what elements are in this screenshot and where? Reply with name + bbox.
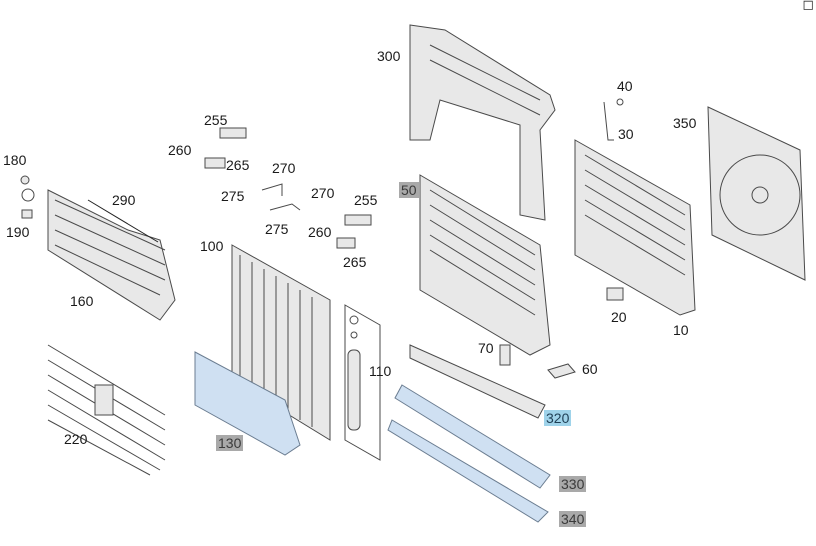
label-265-top: 265 [226, 157, 250, 173]
label-255-top: 255 [204, 112, 228, 128]
deflector-320 [409, 344, 546, 419]
label-50: 50 [399, 182, 419, 198]
label-30: 30 [618, 126, 634, 142]
label-100: 100 [200, 238, 224, 254]
label-220: 220 [64, 431, 88, 447]
seal-340 [387, 419, 549, 523]
label-20: 20 [611, 309, 627, 325]
radiator-50 [419, 174, 551, 356]
label-275-bottom: 275 [265, 221, 289, 237]
label-265-bottom: 265 [343, 254, 367, 270]
part-70 [499, 344, 511, 366]
radiator-10 [574, 139, 696, 316]
part-60 [547, 363, 576, 379]
label-40: 40 [617, 78, 633, 94]
label-260-top: 260 [168, 142, 192, 158]
label-275-top: 275 [221, 188, 245, 204]
window-corner-icon: ◻ [802, 0, 814, 12]
label-70: 70 [478, 340, 494, 356]
label-270-top: 270 [272, 160, 296, 176]
label-160: 160 [70, 293, 94, 309]
label-255-bottom: 255 [354, 192, 378, 208]
label-60: 60 [582, 361, 598, 377]
screws-180-190 [20, 175, 35, 219]
bracket-30-40 [603, 98, 624, 141]
label-130: 130 [216, 435, 244, 451]
label-10: 10 [673, 322, 689, 338]
panel-130 [194, 351, 301, 456]
label-330: 330 [559, 476, 587, 492]
drier-110 [344, 304, 381, 461]
seal-330 [394, 384, 551, 489]
sensor-20 [606, 287, 624, 301]
label-260-bottom: 260 [308, 224, 332, 240]
label-110: 110 [369, 363, 392, 379]
label-350: 350 [673, 115, 697, 131]
grille-frame-290 [47, 189, 176, 321]
label-190: 190 [6, 224, 30, 240]
label-180: 180 [3, 152, 27, 168]
clips-group [204, 127, 372, 249]
label-320: 320 [544, 410, 572, 426]
label-290: 290 [112, 192, 136, 208]
label-340: 340 [559, 511, 587, 527]
label-270-mid: 270 [311, 185, 335, 201]
label-300: 300 [377, 48, 401, 64]
louvre-220 [47, 344, 166, 476]
upper-shroud-300 [409, 24, 556, 221]
fan-350 [707, 106, 806, 281]
